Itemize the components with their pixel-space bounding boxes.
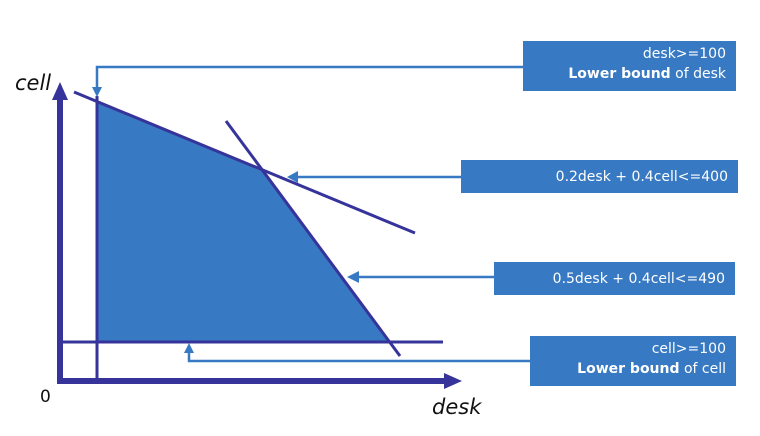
desk-lower-bound-expression: desk>=100 [642,46,726,62]
x-axis-label: desk [432,395,482,419]
desk-lower-bound-rest-text: of desk [670,66,726,82]
desk-min-leader-arrowhead [92,87,102,97]
origin-label: 0 [40,387,51,407]
constraint1-leader-arrowhead [287,171,298,183]
constraint1-line [73,90,416,235]
feasible-region [97,101,389,342]
desk-lower-bound-bold-text: Lower bound [568,66,671,82]
cell-lower-bound-bold-text: Lower bound [577,361,680,377]
desk-lower-bound-callout: desk>=100 Lower bound of desk [523,41,736,91]
cell-lower-bound-rest-text: of cell [679,361,726,377]
cell-lower-bound-expression: cell>=100 [651,341,726,357]
constraint1-callout: 0.2desk + 0.4cell<=400 [461,160,738,193]
cell-lower-bound-description: Lower bound of cell [530,359,726,379]
desk-lower-bound-description: Lower bound of desk [523,64,726,84]
constraint2-leader-arrowhead [347,271,359,283]
cell-min-leader [187,352,530,363]
y-axis-label: cell [15,71,52,95]
desk-min-leader [95,65,523,89]
cell-min-leader-arrowhead [184,343,194,353]
constraint2-line [224,120,402,357]
y-axis-arrowhead [52,82,68,100]
constraint1-text: 0.2desk + 0.4cell<=400 [555,168,728,185]
x-axis-arrowhead [444,373,462,389]
constraint2-text: 0.5desk + 0.4cell<=490 [552,270,725,287]
cell-lower-bound-callout: cell>=100 Lower bound of cell [530,336,736,386]
constraint2-callout: 0.5desk + 0.4cell<=490 [494,262,735,295]
